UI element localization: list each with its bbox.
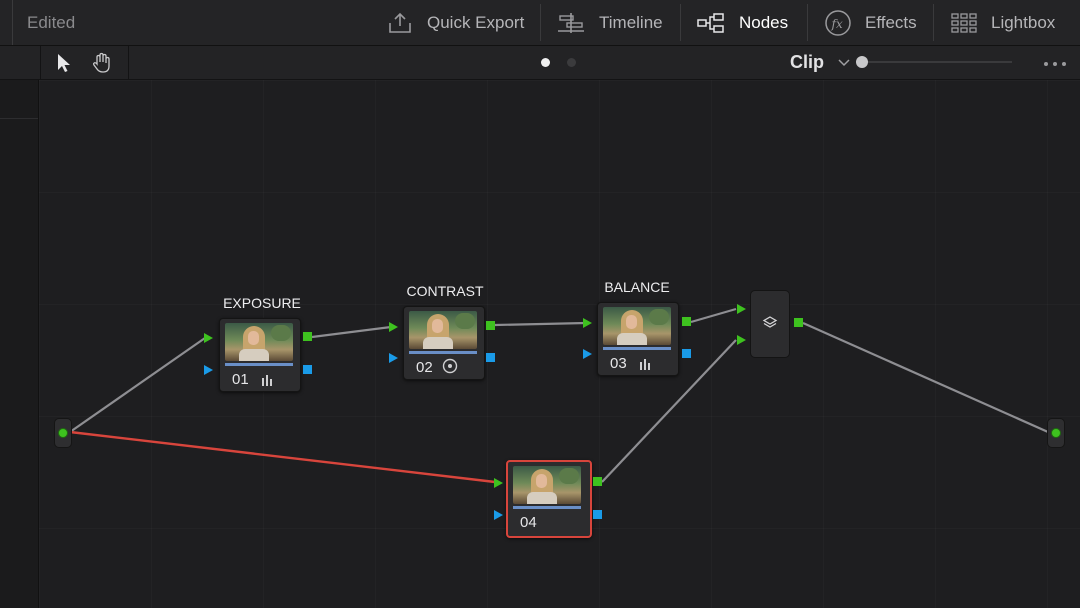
rgb-input-port[interactable] [204,333,213,343]
page-dot-active[interactable] [541,58,550,67]
tab-nodes[interactable]: Nodes [696,0,788,45]
mode-dropdown[interactable]: Clip [790,46,851,79]
tab-label: Effects [865,12,917,32]
node-bar [225,363,293,366]
node-thumbnail [513,466,581,504]
divider [933,4,934,41]
top-bar: Edited Quick Export Timeline Nodes f [0,0,1080,46]
tab-label: Quick Export [427,12,525,32]
node-number: 01 [232,371,249,388]
node-thumbnail [603,307,671,345]
node-thumbnail [409,311,477,349]
tab-effects[interactable]: fx Effects [824,0,917,45]
rgb-output-port[interactable] [303,332,312,341]
node-toolbar: Clip [0,46,1080,80]
target-icon [442,358,458,374]
mode-label: Clip [790,52,824,72]
link-01-to-02 [311,325,392,339]
link-04-to-layer [601,339,737,483]
node-label: EXPOSURE [223,295,301,311]
rgb-input-port[interactable] [389,322,398,332]
layers-icon [762,316,778,328]
node-01[interactable]: 01 [219,318,301,392]
input-node[interactable] [54,418,72,448]
divider [540,4,541,41]
node-links [69,307,1049,484]
zoom-slider-handle[interactable] [856,56,868,68]
bars-icon [640,359,650,370]
key-output-port[interactable] [593,510,602,519]
link-02-to-03 [494,321,587,327]
input-connector[interactable] [58,428,68,438]
export-icon [389,12,411,33]
output-connector[interactable] [1051,428,1061,438]
tab-quick-export[interactable]: Quick Export [386,0,524,45]
link-03-to-layer [690,307,737,324]
nodes-icon [697,12,724,33]
output-node[interactable] [1047,418,1065,448]
more-dot-icon [1053,62,1057,66]
node-02[interactable]: 02 [403,306,485,380]
node-04[interactable]: 04 [506,460,592,538]
key-output-port[interactable] [486,353,495,362]
pointer-icon[interactable] [55,52,73,74]
tab-label: Lightbox [991,12,1056,32]
node-label: BALANCE [604,279,670,295]
node-canvas[interactable]: EXPOSURE 01 CONTRAST 02 BALANCE [39,80,1080,608]
rgb-output-port[interactable] [593,477,602,486]
key-input-port[interactable] [494,510,503,520]
link-input-to-01 [69,337,206,433]
key-input-port[interactable] [204,365,213,375]
layer-input-port-2[interactable] [737,335,746,345]
left-panel [0,80,39,608]
svg-text:fx: fx [831,17,843,31]
tab-label: Nodes [739,12,789,32]
node-bar [409,351,477,354]
tab-label: Timeline [599,12,663,32]
key-output-port[interactable] [303,365,312,374]
node-number: 04 [520,514,537,531]
node-label: CONTRAST [406,283,484,299]
tab-lightbox[interactable]: Lightbox [950,0,1055,45]
node-number: 03 [610,355,627,372]
node-number: 02 [416,359,433,376]
more-options-button[interactable] [1042,52,1070,74]
timeline-icon [558,12,584,33]
layer-mixer-node[interactable] [750,290,790,358]
chevron-down-icon [838,59,850,67]
more-dot-icon [1062,62,1066,66]
layer-input-port-1[interactable] [737,304,746,314]
grid-icon [951,12,977,33]
node-bar [603,347,671,350]
key-input-port[interactable] [583,349,592,359]
key-input-port[interactable] [389,353,398,363]
node-03[interactable]: 03 [597,302,679,376]
rgb-output-port[interactable] [486,321,495,330]
zoom-slider[interactable] [862,61,1012,63]
node-bar [513,506,581,509]
rgb-output-port[interactable] [794,318,803,327]
more-dot-icon [1044,62,1048,66]
edit-status: Edited [12,0,75,45]
link-input-to-04 [69,430,496,484]
bars-icon [262,375,272,386]
link-layer-to-output [802,321,1049,434]
key-output-port[interactable] [682,349,691,358]
rgb-input-port[interactable] [583,318,592,328]
rgb-input-port[interactable] [494,478,503,488]
rgb-output-port[interactable] [682,317,691,326]
tab-timeline[interactable]: Timeline [556,0,663,45]
divider [680,4,681,41]
page-dot[interactable] [567,58,576,67]
hand-icon[interactable] [91,52,113,74]
left-panel-header [0,80,38,119]
tool-group [40,46,129,79]
fx-icon: fx [825,9,851,36]
divider [807,4,808,41]
node-thumbnail [225,323,293,361]
